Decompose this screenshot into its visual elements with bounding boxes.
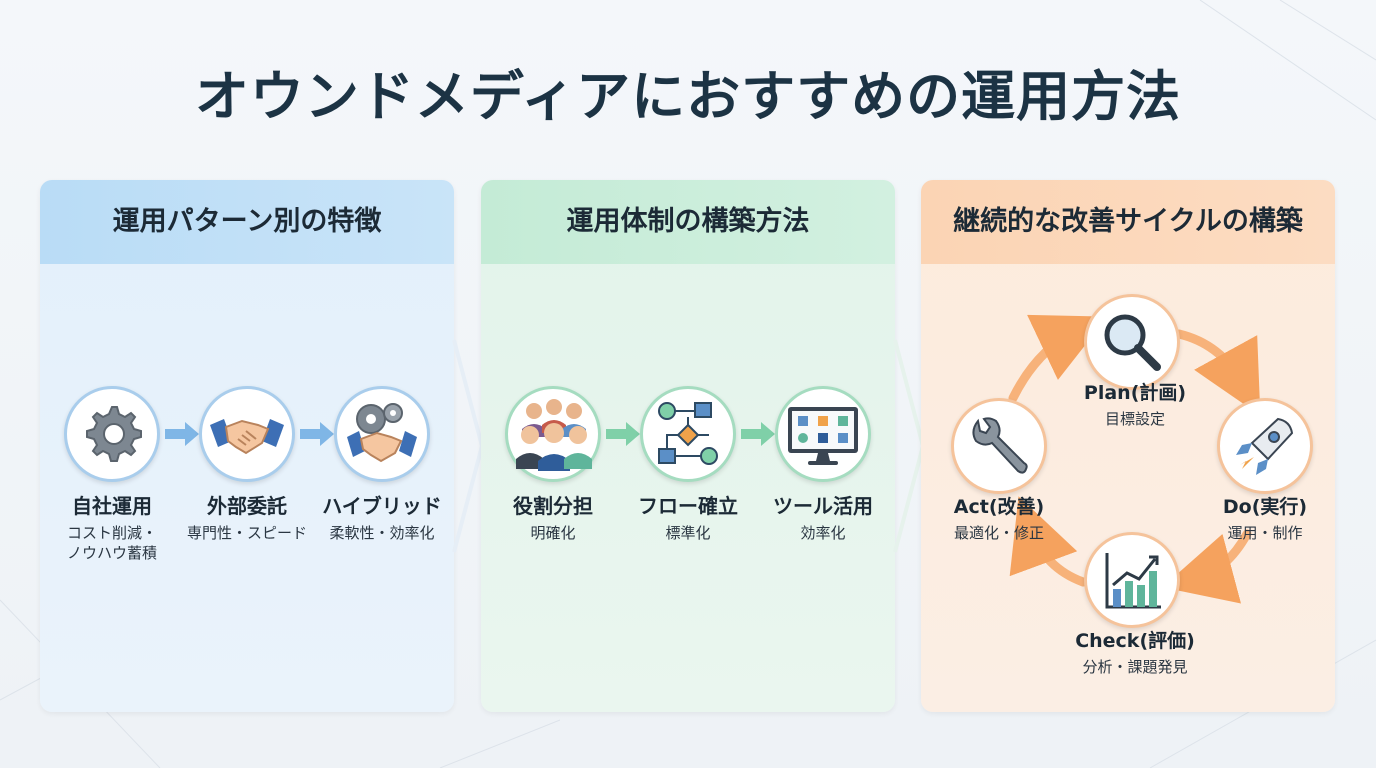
cycle-plan: Plan(計画) 目標設定 <box>1083 382 1187 428</box>
item-tool-utilization: ツール活用 効率化 <box>773 494 873 542</box>
item-flow-establishment: フロー確立 標準化 <box>638 494 738 542</box>
team-icon <box>505 386 601 482</box>
rocket-icon <box>1217 398 1313 494</box>
handshake-icon <box>199 386 295 482</box>
arrow-right-icon <box>606 422 640 446</box>
arrow-right-icon <box>741 422 775 446</box>
cycle-arrows <box>1008 314 1261 604</box>
item-in-house: 自社運用 コスト削減・ノウハウ蓄積 <box>66 494 157 562</box>
panel-chevron <box>452 339 484 553</box>
monitor-icon <box>775 386 871 482</box>
panel-header: 継続的な改善サイクルの構築 <box>921 180 1335 264</box>
item-role-division: 役割分担 明確化 <box>513 494 593 542</box>
panel-header: 運用パターン別の特徴 <box>40 180 454 264</box>
panel-operation-structure: 運用体制の構築方法 <box>481 180 895 712</box>
gear-handshake-icon <box>334 386 430 482</box>
cycle-act: Act(改善) 最適化・修正 <box>953 496 1045 542</box>
arrow-right-icon <box>300 422 334 446</box>
arrow-right-icon <box>165 422 199 446</box>
wrench-icon <box>951 398 1047 494</box>
cycle-check: Check(評価) 分析・課題発見 <box>1075 630 1195 676</box>
panel-improvement-cycle: 継続的な改善サイクルの構築 Plan(計画) 目標設定 <box>921 180 1335 712</box>
page-title: オウンドメディアにおすすめの運用方法 <box>194 65 1182 128</box>
panel-operation-patterns: 運用パターン別の特徴 自社運 <box>40 180 454 712</box>
flowchart-icon <box>640 386 736 482</box>
bar-chart-icon <box>1084 532 1180 628</box>
gear-icon <box>64 386 160 482</box>
item-hybrid: ハイブリッド 柔軟性・効率化 <box>322 494 442 542</box>
item-outsourcing: 外部委託 専門性・スピード <box>186 494 307 542</box>
cycle-do: Do(実行) 運用・制作 <box>1222 496 1308 542</box>
panel-header: 運用体制の構築方法 <box>481 180 895 264</box>
magnifier-icon <box>1084 294 1180 390</box>
